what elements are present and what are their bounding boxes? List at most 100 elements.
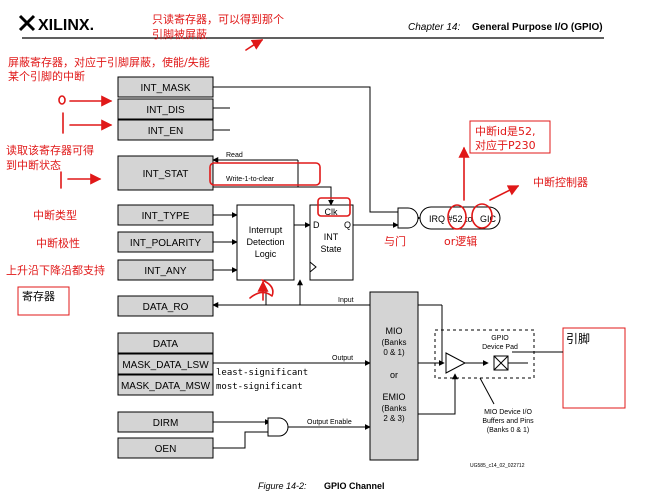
figure-label: Figure 14-2: — [258, 481, 307, 491]
detection-line-2: Detection — [246, 237, 284, 247]
q-pin-label: Q — [344, 220, 351, 230]
reg-data-ro-label: DATA_RO — [143, 302, 189, 313]
gic-label: GIC — [480, 214, 497, 224]
note-gic-circle — [471, 203, 493, 229]
note-int-polarity: 中断极性 — [36, 236, 80, 250]
write-clear-signal-label: Write-1-to-clear — [226, 176, 275, 183]
chapter-label: Chapter 14: — [408, 22, 460, 33]
part-code: UG585_c14_02_022712 — [470, 463, 525, 469]
reg-mask-data-lsw-label: MASK_DATA_LSW — [122, 360, 209, 371]
reg-int-stat: INT_STAT — [117, 155, 214, 191]
reg-mask-data-msw-label: MASK_DATA_MSW — [121, 381, 211, 392]
note-pin-box — [562, 327, 626, 409]
irq-capsule: IRQ #52 to GIC — [419, 206, 501, 230]
note-int-id-line-1: 中断id是52, — [475, 124, 536, 138]
io-buffer-region — [434, 329, 535, 379]
note-lsw: least-significant — [216, 368, 308, 378]
note-read-stat-line-2: 到中断状态 — [6, 158, 61, 172]
note-int-id-box — [469, 120, 551, 154]
oen-gate — [267, 417, 289, 437]
clock-input-symbol — [309, 261, 317, 273]
note-pin: 引脚 — [566, 331, 590, 346]
reg-int-any-label: INT_ANY — [144, 266, 187, 277]
reg-data-ro: DATA_RO — [117, 295, 214, 317]
mio-line-6: (Banks — [382, 404, 407, 413]
reg-int-en: INT_EN — [117, 119, 214, 141]
reg-data: DATA — [117, 332, 214, 354]
note-readonly-line-1: 只读寄存器，可以得到那个 — [152, 12, 284, 26]
output-enable-signal-label: Output Enable — [307, 419, 352, 426]
reg-int-any: INT_ANY — [117, 259, 214, 281]
mio-buffer-line-1: MIO Device I/O — [484, 409, 532, 416]
reg-oen-label: OEN — [155, 444, 177, 455]
reg-dirm: DIRM — [117, 411, 214, 433]
and-gate — [397, 207, 419, 229]
reg-oen: OEN — [117, 437, 214, 459]
reg-mask-data-msw: MASK_DATA_MSW — [117, 374, 214, 396]
annotation-layer: 只读寄存器，可以得到那个 引脚被屏蔽 屏蔽寄存器，对应于引脚屏蔽，使能/失能 某… — [6, 12, 626, 409]
reg-data-label: DATA — [153, 339, 179, 350]
figure-title: GPIO Channel — [324, 481, 385, 491]
int-state-flipflop: Clk D Q INT State — [309, 204, 354, 281]
reg-mask-data-lsw: MASK_DATA_LSW — [117, 353, 214, 375]
note-mask-line-1: 屏蔽寄存器，对应于引脚屏蔽，使能/失能 — [8, 55, 210, 69]
output-signal-label: Output — [332, 355, 353, 362]
irq-label: IRQ #52 to — [429, 214, 473, 224]
reg-int-en-label: INT_EN — [148, 126, 184, 137]
reg-int-mask-label: INT_MASK — [140, 83, 190, 94]
note-msw: most-significant — [216, 382, 303, 392]
reg-int-mask: INT_MASK — [117, 76, 214, 98]
d-pin-label: D — [313, 220, 320, 230]
note-register-box — [17, 286, 70, 316]
note-write-clear-circle — [209, 162, 321, 186]
gpio-pad-line-2: Device Pad — [482, 344, 518, 351]
note-register: 寄存器 — [22, 289, 55, 303]
chapter-title: General Purpose I/O (GPIO) — [472, 22, 603, 33]
mio-line-5: EMIO — [382, 392, 405, 402]
note-or-logic: or逻辑 — [444, 234, 477, 248]
int-state-line-1: INT — [324, 232, 339, 242]
note-read-stat-line-1: 读取该寄存器可得 — [6, 143, 94, 157]
detection-line-3: Logic — [255, 249, 277, 259]
reg-int-polarity: INT_POLARITY — [117, 231, 214, 253]
output-buffer — [445, 352, 467, 374]
buffer-callout-line — [479, 377, 495, 405]
mio-line-4: or — [390, 370, 398, 380]
input-signal-label: Input — [338, 297, 354, 304]
note-readonly-arrow — [245, 39, 264, 51]
reg-dirm-label: DIRM — [153, 418, 179, 429]
note-and-gate: 与门 — [384, 234, 406, 248]
mio-buffer-line-2: Buffers and Pins — [482, 418, 534, 425]
reg-int-type-label: INT_TYPE — [142, 211, 190, 222]
wires — [212, 86, 528, 449]
note-int-controller: 中断控制器 — [533, 175, 588, 189]
note-readonly-line-2: 引脚被屏蔽 — [152, 27, 207, 41]
reg-int-type: INT_TYPE — [117, 204, 214, 226]
reg-int-dis-label: INT_DIS — [146, 105, 185, 116]
note-irq-circle — [447, 204, 467, 230]
detection-line-1: Interrupt — [249, 225, 283, 235]
mio-line-1: MIO — [386, 326, 403, 336]
mio-line-2: (Banks — [382, 338, 407, 347]
gpio-device-pad — [493, 355, 509, 371]
int-state-line-2: State — [320, 244, 341, 254]
read-signal-label: Read — [226, 152, 243, 159]
interrupt-detection-logic: Interrupt Detection Logic — [236, 204, 295, 281]
note-clk-circle — [317, 197, 351, 217]
note-int-any: 上升沿下降沿都支持 — [6, 263, 105, 277]
xilinx-logo: XILINX. — [18, 14, 94, 34]
note-mask-circle — [58, 95, 66, 105]
gpio-pad-line-1: GPIO — [491, 335, 509, 342]
mio-buffer-line-3: (Banks 0 & 1) — [487, 427, 529, 434]
reg-int-polarity-label: INT_POLARITY — [130, 238, 201, 249]
mio-emio-block: MIO (Banks 0 & 1) or EMIO (Banks 2 & 3) — [369, 291, 419, 461]
note-data-ro-mark — [249, 279, 274, 299]
mio-line-7: 2 & 3) — [383, 414, 405, 423]
note-mask-line-2: 某个引脚的中断 — [8, 69, 85, 83]
note-int-type: 中断类型 — [33, 208, 77, 222]
note-gic-arrow — [489, 185, 520, 201]
mio-line-3: 0 & 1) — [383, 348, 405, 357]
reg-int-dis: INT_DIS — [117, 98, 214, 120]
clk-label: Clk — [325, 207, 338, 217]
